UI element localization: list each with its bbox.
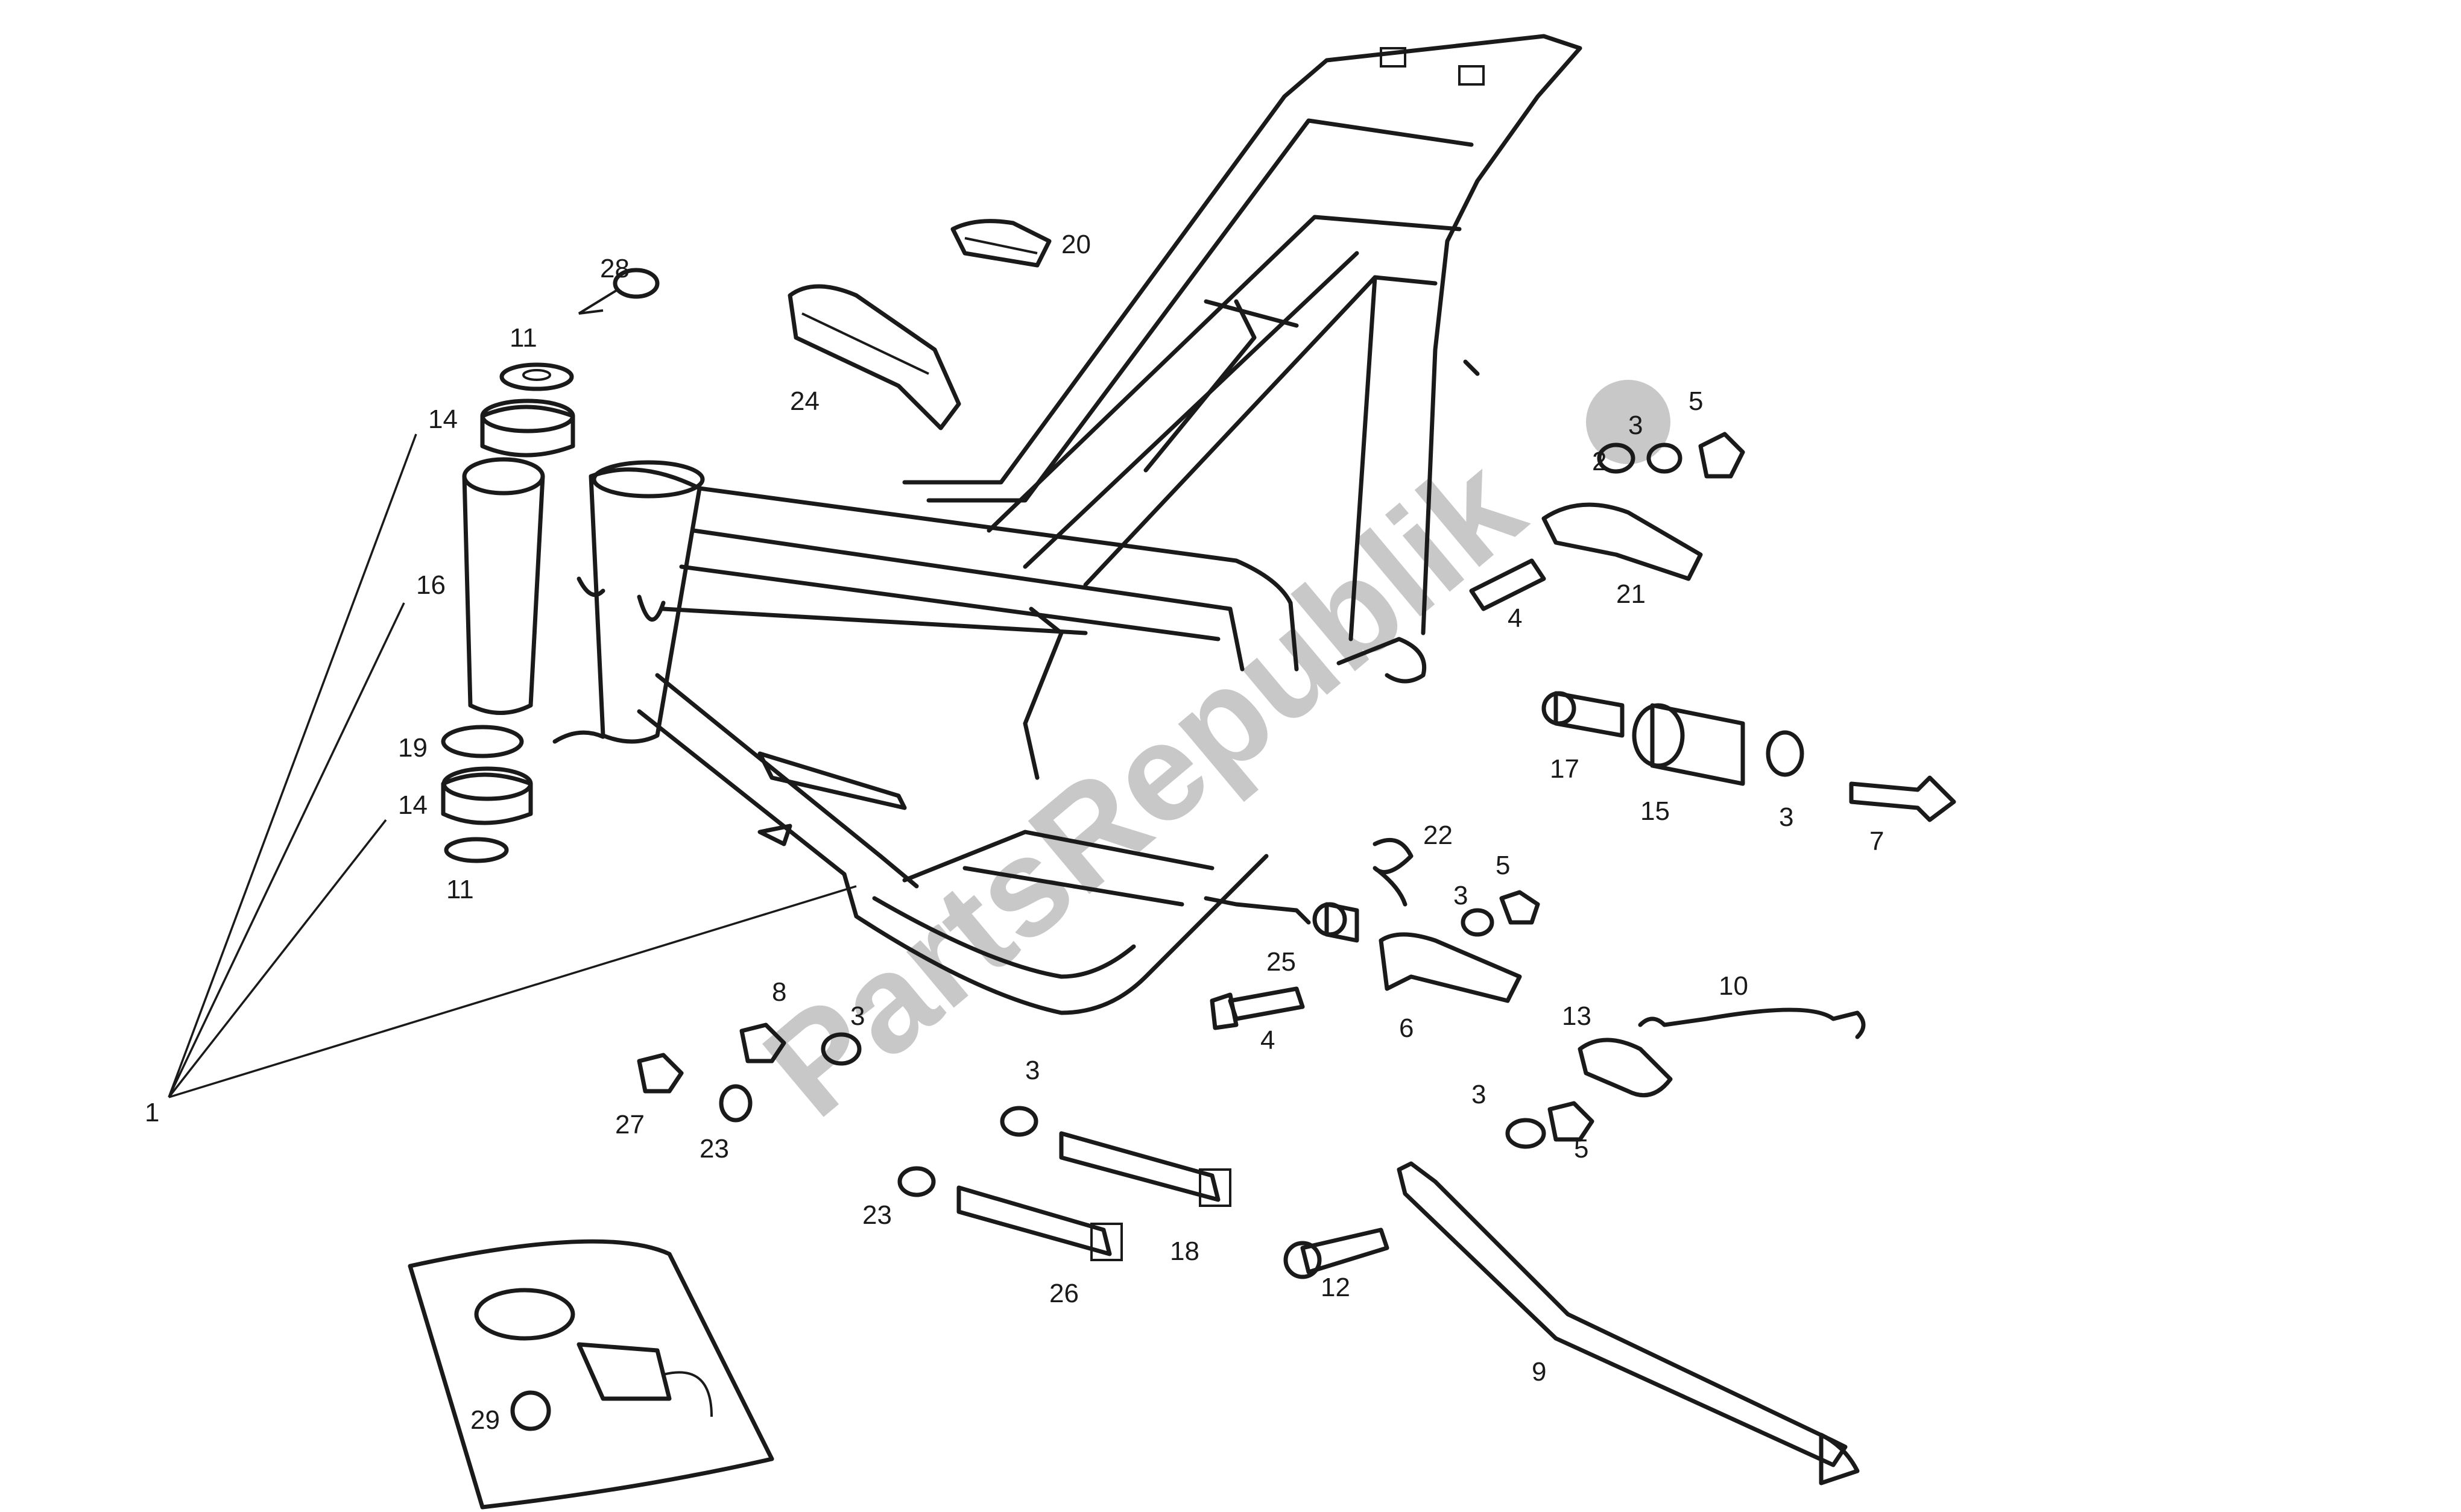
callout-8: 8: [772, 977, 786, 1007]
footpeg-21-assembly: [1469, 432, 1745, 611]
callout-2: 2: [1592, 447, 1606, 476]
callout-25: 25: [1266, 947, 1296, 977]
callout-3: 3: [1471, 1080, 1486, 1109]
callout-9: 9: [1532, 1357, 1546, 1387]
callout-12: 12: [1321, 1273, 1350, 1302]
callout-28: 28: [600, 254, 630, 283]
callout-labels: 1 2 3 3 3 3 3 3 4 4 5 5 5 6 7 8 9 10 11 …: [145, 230, 1884, 1435]
key-28: [578, 268, 660, 315]
callout-3: 3: [1025, 1056, 1040, 1085]
callout-6: 6: [1399, 1013, 1414, 1043]
callout-3: 3: [850, 1001, 865, 1031]
left-footpeg-assembly: [1312, 837, 1540, 1003]
swingarm-bolts: [897, 1106, 1231, 1261]
callout-22: 22: [1423, 821, 1453, 850]
callout-21: 21: [1616, 579, 1646, 609]
callout-23: 23: [862, 1200, 892, 1230]
bushings-right: [1541, 691, 1956, 822]
ignition-kit-bag: [408, 1239, 774, 1510]
callout-29: 29: [470, 1405, 500, 1435]
callout-18: 18: [1170, 1236, 1199, 1266]
callout-4: 4: [1508, 603, 1522, 633]
callout-14: 14: [398, 790, 428, 820]
callout-7: 7: [1869, 827, 1884, 856]
callout-1: 1: [145, 1098, 159, 1127]
callout-3: 3: [1779, 802, 1793, 832]
callout-19: 19: [398, 733, 428, 763]
callout-11: 11: [446, 875, 474, 904]
callout-10: 10: [1719, 971, 1748, 1001]
leader-lines: [168, 433, 857, 1098]
callout-20: 20: [1061, 230, 1091, 259]
footpeg-20: [950, 219, 1052, 268]
callout-23: 23: [700, 1134, 729, 1164]
callout-16: 16: [416, 570, 446, 600]
side-stand-9: [1397, 1161, 1860, 1485]
bolt-12: [1283, 1227, 1389, 1279]
callout-5: 5: [1689, 386, 1703, 416]
hardware-left: [637, 1022, 862, 1123]
callout-3: 3: [1453, 881, 1468, 910]
watermark-gear-icon: [1586, 380, 1670, 464]
callout-13: 13: [1562, 1001, 1591, 1031]
main-frame: [552, 34, 1582, 1015]
callout-14: 14: [428, 405, 458, 434]
bolt-4: [1210, 986, 1305, 1030]
callout-27: 27: [615, 1110, 645, 1139]
callout-24: 24: [790, 386, 820, 416]
footpeg-24: [788, 284, 961, 430]
callout-17: 17: [1550, 754, 1579, 784]
callout-26: 26: [1049, 1279, 1079, 1308]
steering-bearing-set: [441, 362, 575, 863]
stand-spring-assembly: [1505, 1007, 1866, 1149]
callout-5: 5: [1496, 851, 1510, 880]
callout-4: 4: [1260, 1025, 1275, 1055]
callout-3: 3: [1628, 411, 1643, 440]
callout-15: 15: [1640, 796, 1670, 826]
callout-11: 11: [510, 323, 537, 353]
callout-5: 5: [1574, 1134, 1588, 1164]
